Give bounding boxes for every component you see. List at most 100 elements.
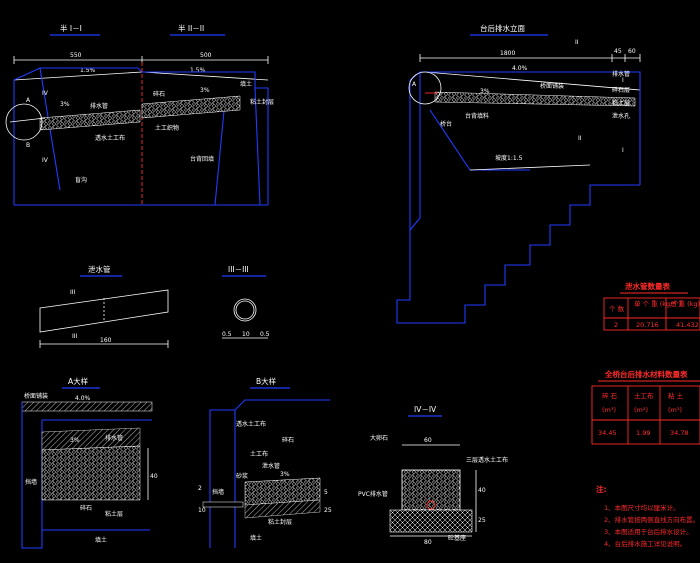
pipe-th-0: 个 数 <box>609 304 625 313</box>
elevation-view: 台后排水立面 1800 45 60 II II I I 4.0% A 3% 桥面… <box>396 23 641 324</box>
detail-b-dim-d: 25 <box>324 507 332 514</box>
elev-label-weep: 泄水孔 <box>612 112 630 120</box>
detail-b-label-soil: 土工布 <box>250 450 268 458</box>
pipe-slope-left: 3% <box>60 101 70 108</box>
pipe-section-title: III－III <box>228 265 249 274</box>
mat-th-0: 碎 石 <box>602 391 618 400</box>
detail-a-pipe-slope: 3% <box>70 437 80 444</box>
notes-block: 注: 1、本图尺寸均以厘米计。 2、排水管按两侧直线方向布置。 3、本图适用于台… <box>596 484 699 548</box>
pipe-th-1: 单 个 重 (kg/个) <box>634 299 681 308</box>
mat-unit-0: (m³) <box>602 406 616 414</box>
dim-right: 500 <box>200 52 212 59</box>
note-3: 3、本图适用于台后排水设计。 <box>604 527 693 536</box>
elev-label-backfill: 台背填料 <box>465 112 489 120</box>
detail-iv-dim-v2: 25 <box>478 517 486 524</box>
label-stone: 碎石 <box>153 90 165 98</box>
mark-a: A <box>26 97 31 104</box>
pipe-slope-right: 3% <box>200 87 210 94</box>
dim-left: 550 <box>70 52 82 59</box>
drain-mark-bot: III <box>72 333 78 340</box>
pipe-dim-right: 0.5 <box>260 331 270 338</box>
elev-pipe-slope: 3% <box>480 88 490 95</box>
drain-mark-top: III <box>70 289 76 296</box>
detail-iv-view: IV－IV 60 80 40 25 大卵石 三层透水土工布 PVC排水管 砼基座 <box>358 405 508 546</box>
pipe-section-view: III－III 0.5 10 0.5 <box>222 265 270 339</box>
pipe-td-1: 20.716 <box>636 321 659 329</box>
detail-b-label-fill: 填土 <box>250 534 262 542</box>
note-1: 1、本图尺寸均以厘米计。 <box>604 503 680 512</box>
pipe-quantity-table: 泄水管数量表 个 数 单 个 重 (kg/个) 总 重 (kg) 2 20.71… <box>603 281 700 331</box>
mark-i-bot: I <box>622 147 624 154</box>
detail-b-label-pipe: 泄水管 <box>262 462 280 470</box>
note-4: 4、台后排水施工详见说明。 <box>604 539 686 548</box>
elevation-title: 台后排水立面 <box>480 23 525 33</box>
detail-a-label-deck: 桥面铺装 <box>24 392 48 400</box>
detail-b-label-filter: 透水土工布 <box>236 420 266 428</box>
dim-b: 60 <box>628 48 636 55</box>
drain-pipe-title: 泄水管 <box>88 264 111 274</box>
detail-a-label-wall: 挡墙 <box>25 478 37 486</box>
detail-a-label-geo: 粘土层 <box>105 510 123 518</box>
material-quantity-table: 全桥台后排水材料数量表 碎 石 土工布 粘 土 (m³) (m²) (m³) 3… <box>591 369 700 445</box>
elevation-labels: 桥面铺装 排水管 碎石层 粘土层 泄水孔 台背填料 桥台 坡度1:1.5 <box>440 70 630 162</box>
pipe-table-title: 泄水管数量表 <box>625 281 670 291</box>
detail-iv-dim-bot: 80 <box>424 539 432 546</box>
mat-td-0: 34.45 <box>598 429 617 437</box>
detail-b-dim-b: 10 <box>198 507 206 514</box>
cross-section-view: 半 I－I 半 II－II 550 500 1.5% 1.5% A B IV I… <box>5 23 274 206</box>
label-blind: 盲沟 <box>75 176 87 184</box>
detail-a-view: A大样 4.0% 3% 40 桥面铺装 挡墙 碎石 粘土层 排水管 填土 <box>21 376 158 549</box>
drain-pipe-view: 泄水管 III III 160 <box>39 264 169 348</box>
dim-a: 45 <box>614 48 622 55</box>
label-geo: 土工织物 <box>155 124 179 132</box>
mat-unit-2: (m³) <box>668 406 682 414</box>
mark-i-top: I <box>622 77 624 84</box>
detail-iv-title: IV－IV <box>414 405 437 414</box>
mat-th-1: 土工布 <box>634 391 654 400</box>
detail-b-dim-c: 5 <box>324 489 328 496</box>
detail-iv-label-pipe: PVC排水管 <box>358 490 388 498</box>
dim-total: 1800 <box>500 50 515 57</box>
pipe-dim-mid: 10 <box>242 331 250 338</box>
mark-b: B <box>26 142 30 149</box>
detail-iv-label-stone: 大卵石 <box>370 434 388 442</box>
detail-iv-dim-v1: 40 <box>478 487 486 494</box>
pipe-td-2: 41.432 <box>676 321 699 329</box>
elev-mark-a: A <box>412 81 417 88</box>
detail-b-view: B大样 3% 透水土工布 碎石 土工布 泄水管 砂浆 挡墙 粘土封层 填土 2 … <box>198 376 332 548</box>
material-table-title: 全桥台后排水材料数量表 <box>604 369 688 379</box>
mark-ii-top: II <box>575 39 579 46</box>
label-clay: 粘土封层 <box>250 98 274 106</box>
detail-a-label-pipe: 排水管 <box>105 434 123 442</box>
elev-slope: 4.0% <box>512 65 528 72</box>
pipe-th-2: 总 重 (kg) <box>670 299 700 308</box>
detail-iv-label-filter: 三层透水土工布 <box>466 456 508 464</box>
label-pipe: 排水管 <box>90 102 108 110</box>
label-wall: 台背回填 <box>190 155 214 163</box>
detail-b-label-stone: 碎石 <box>282 436 294 444</box>
mat-td-2: 34.78 <box>670 429 689 437</box>
detail-a-dim-v: 40 <box>150 473 158 480</box>
detail-a-label-fill: 填土 <box>95 536 107 544</box>
notes-title: 注: <box>596 484 607 494</box>
label-fill: 填土 <box>240 80 252 88</box>
detail-b-label-mortar: 砂浆 <box>236 472 248 480</box>
section-labels: 排水管 透水土工布 碎石 土工织物 填土 粘土封层 台背回填 盲沟 <box>75 80 274 184</box>
detail-iv-label-base: 砼基座 <box>448 534 466 542</box>
pipe-dim-left: 0.5 <box>222 331 232 338</box>
elev-label-layer: 碎石层 <box>612 86 630 94</box>
mark-iv-top: IV <box>42 90 49 97</box>
label-filter: 透水土工布 <box>95 134 125 142</box>
detail-b-pipe-slope: 3% <box>280 471 290 478</box>
drain-dim: 160 <box>100 337 112 344</box>
pipe-td-0: 2 <box>614 321 618 329</box>
elev-label-slope: 坡度1:1.5 <box>495 154 523 162</box>
detail-b-label-wall: 挡墙 <box>212 488 224 496</box>
detail-b-label-clay: 粘土封层 <box>268 518 292 526</box>
mat-td-1: 1.99 <box>636 429 650 437</box>
detail-b-dim-a: 2 <box>198 485 202 492</box>
mat-unit-1: (m²) <box>634 406 648 414</box>
detail-iv-dim-top: 60 <box>424 437 432 444</box>
section-title-left: 半 I－I <box>60 23 82 33</box>
